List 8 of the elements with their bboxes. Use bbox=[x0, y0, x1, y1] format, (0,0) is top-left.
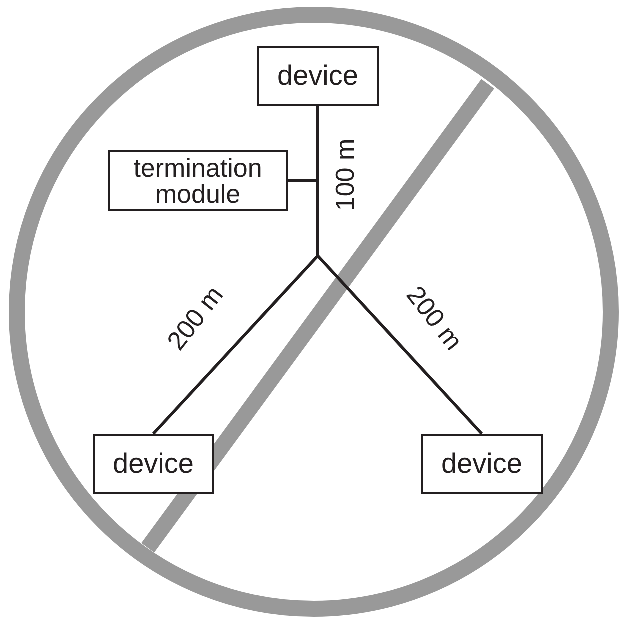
cable-line bbox=[288, 106, 320, 183]
device-box: device bbox=[421, 434, 543, 494]
device-box: device bbox=[93, 434, 214, 494]
device-box: device bbox=[257, 46, 379, 106]
device-box: termination module bbox=[108, 150, 288, 211]
distance-label: 100 m bbox=[332, 138, 358, 212]
distance-label: 200 m bbox=[162, 282, 228, 354]
distance-label: 200 m bbox=[402, 282, 468, 354]
